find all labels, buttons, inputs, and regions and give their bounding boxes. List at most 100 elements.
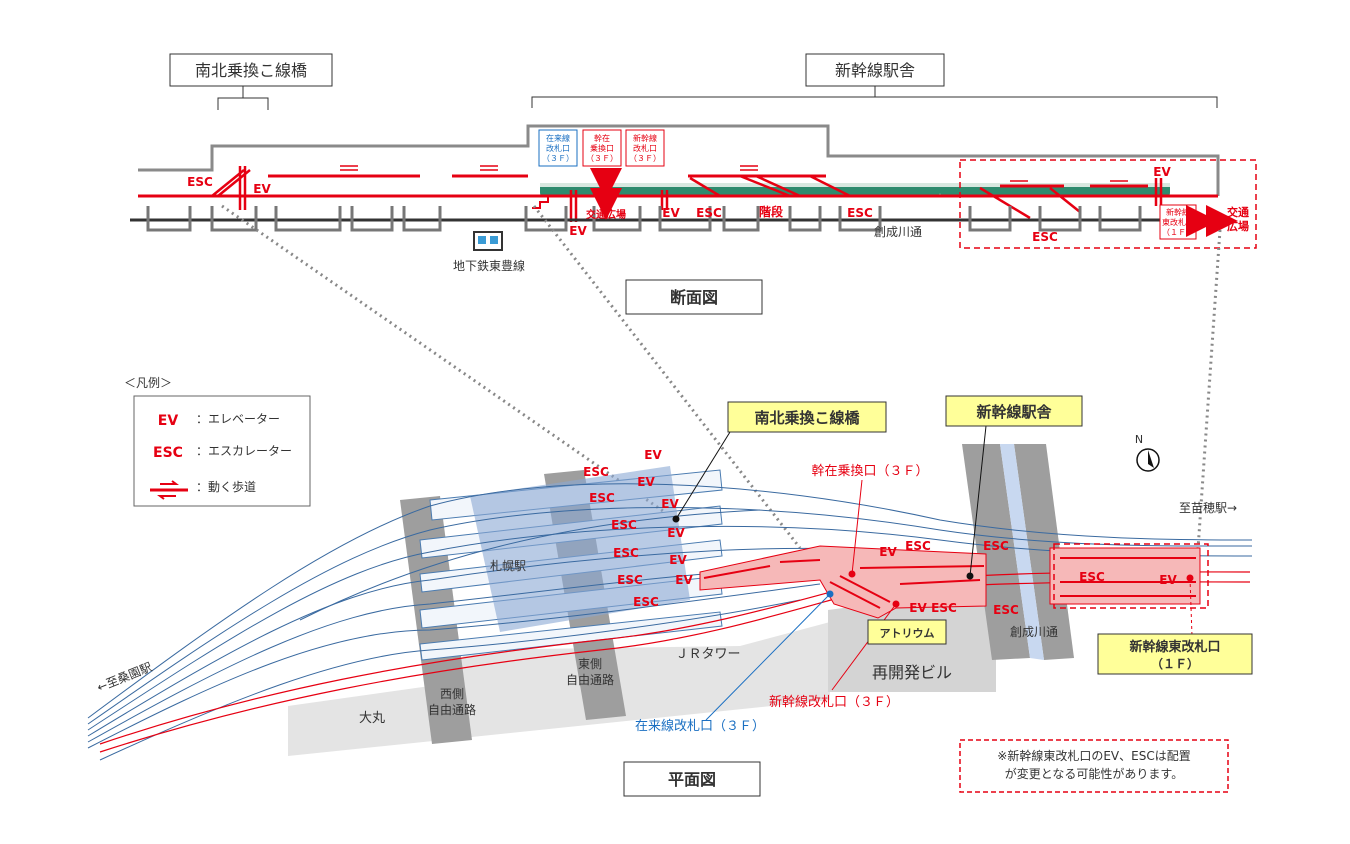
note-box bbox=[959, 739, 1229, 793]
plan-ev-3: EV bbox=[661, 497, 679, 511]
shin-gate-label: 新幹線改札口（３Ｆ） bbox=[769, 694, 899, 710]
plan-street-label: 創成川通 bbox=[1010, 625, 1058, 639]
gate-conv-box: 在来線 改札口 （３Ｆ） bbox=[538, 129, 578, 167]
jr-tower-label: ＪＲタワー bbox=[675, 647, 740, 662]
north-arrow-icon bbox=[1136, 448, 1160, 472]
shinkansen-concourse bbox=[699, 545, 987, 619]
callout-lines bbox=[675, 425, 1193, 721]
section-stairs-mark bbox=[532, 196, 549, 209]
east-gate-dashed bbox=[1053, 543, 1209, 609]
note-line-1: ※新幹線東改札口のEV、ESCは配置 bbox=[997, 748, 1190, 763]
plan-esc-1: ESC bbox=[583, 465, 609, 479]
svg-text:新幹線: 新幹線 bbox=[633, 133, 657, 143]
plan-ev-5: EV bbox=[669, 553, 687, 567]
plaza-label: 交通広場 bbox=[586, 208, 626, 221]
legend-desc-esc: ：エスカレーター bbox=[196, 444, 292, 458]
shinkansen-bracket bbox=[531, 86, 1218, 108]
legend-heading: ＜凡例＞ bbox=[124, 376, 172, 390]
bridge-callout: 南北乗換こ線橋 bbox=[754, 409, 860, 427]
plan-esc-3: ESC bbox=[611, 518, 637, 532]
conv-gate-label: 在来線改札口（３Ｆ） bbox=[635, 718, 765, 734]
svg-text:改札口: 改札口 bbox=[633, 143, 657, 153]
svg-text:在来線: 在来線 bbox=[546, 133, 570, 143]
plan-ev-4: EV bbox=[667, 526, 685, 540]
east-gate-callout-2: （１Ｆ） bbox=[1151, 656, 1199, 671]
section-title-box bbox=[625, 279, 763, 315]
plan-ev-9: EV bbox=[1159, 573, 1177, 587]
bridge-label-box bbox=[169, 53, 333, 87]
transfer-gate-label: 幹在乗換口（３Ｆ） bbox=[811, 463, 928, 479]
plan-ev-7: EV bbox=[879, 545, 897, 559]
sec-ev-1: EV bbox=[253, 182, 271, 196]
plan-esc-9: ESC bbox=[931, 601, 957, 615]
plan-esc-11: ESC bbox=[1079, 570, 1105, 584]
plan-ev-1: EV bbox=[644, 448, 662, 462]
plan-esc-7: ESC bbox=[905, 539, 931, 553]
shinkansen-label: 新幹線駅舎 bbox=[835, 61, 915, 80]
legend-key-esc: ESC bbox=[153, 445, 183, 461]
sapporo-label: 札幌駅 bbox=[490, 558, 526, 573]
svg-text:幹在: 幹在 bbox=[594, 133, 610, 143]
daimaru-block bbox=[288, 622, 830, 756]
plan-esc-6: ESC bbox=[633, 595, 659, 609]
building-callout-box bbox=[945, 395, 1083, 427]
sec-ev-3: EV bbox=[662, 206, 680, 220]
svg-text:新幹線: 新幹線 bbox=[1166, 207, 1190, 217]
bridge-bracket bbox=[217, 86, 269, 110]
east-gate-callout-box bbox=[1097, 633, 1253, 675]
plan-walkways bbox=[703, 557, 1196, 609]
svg-text:（３Ｆ）: （３Ｆ） bbox=[586, 154, 618, 163]
connector-lines bbox=[221, 204, 1222, 579]
building-outline bbox=[138, 124, 1220, 196]
section-elevators bbox=[238, 166, 1163, 222]
sec-stairs: 階段 bbox=[759, 204, 784, 219]
section-title: 断面図 bbox=[670, 288, 718, 307]
sec-esc-2: ESC bbox=[696, 206, 722, 220]
plan-esc-10: ESC bbox=[993, 603, 1019, 617]
section-escalators bbox=[211, 169, 1081, 220]
atrium-box bbox=[867, 619, 947, 645]
east-gate-callout-1: 新幹線東改札口 bbox=[1129, 639, 1220, 655]
east-gate-dashed-area bbox=[959, 159, 1257, 249]
plan-title-box bbox=[623, 761, 761, 797]
building-callout: 新幹線駅舎 bbox=[976, 403, 1052, 421]
plan-esc-2: ESC bbox=[589, 491, 615, 505]
legend-box bbox=[133, 395, 311, 507]
walkway-arrows bbox=[340, 165, 1128, 182]
plan-ev-8: EV bbox=[909, 601, 927, 615]
piers bbox=[146, 206, 1142, 232]
plan-esc-8: ESC bbox=[983, 539, 1009, 553]
west-passage-1: 西側 bbox=[440, 687, 464, 701]
plan-ev-6: EV bbox=[675, 573, 693, 587]
to-naebo-label: 至苗穂駅→ bbox=[1179, 501, 1237, 515]
plaza-right-1: 交通 bbox=[1227, 205, 1249, 219]
section-view: 南北乗換こ線橋 新幹線駅舎 bbox=[130, 53, 1257, 315]
sec-ev-4: EV bbox=[1153, 165, 1171, 179]
street-band-2 bbox=[1014, 444, 1074, 660]
daimaru-label: 大丸 bbox=[359, 711, 385, 726]
bridge-label: 南北乗換こ線橋 bbox=[195, 61, 307, 80]
plaza-right-2: 広場 bbox=[1227, 219, 1249, 233]
redevelopment-label: 再開発ビル bbox=[872, 663, 952, 682]
sec-ev-2: EV bbox=[569, 224, 587, 238]
sec-esc-4: ESC bbox=[1032, 230, 1058, 244]
subway-icon bbox=[473, 231, 503, 251]
svg-text:乗換口: 乗換口 bbox=[590, 143, 614, 153]
gate-transfer-box: 幹在 乗換口 （３Ｆ） bbox=[582, 129, 622, 167]
east-passage-1: 東側 bbox=[578, 657, 602, 671]
svg-text:（３Ｆ）: （３Ｆ） bbox=[629, 154, 661, 163]
gate-east-box: 新幹線 東改札口 （１Ｆ） bbox=[1159, 204, 1197, 240]
atrium-label: アトリウム bbox=[880, 627, 935, 640]
legend-desc-ev: ：エレベーター bbox=[196, 412, 280, 426]
street-band-1 bbox=[962, 444, 1030, 660]
west-passage-2: 自由通路 bbox=[428, 702, 476, 717]
plan-esc-5: ESC bbox=[617, 573, 643, 587]
sec-esc-3: ESC bbox=[847, 206, 873, 220]
to-soen-label: ←至桑園駅 bbox=[95, 660, 154, 695]
plan-title: 平面図 bbox=[668, 770, 716, 789]
svg-text:東改札口: 東改札口 bbox=[1162, 217, 1194, 227]
subway-label: 地下鉄東豊線 bbox=[453, 258, 525, 273]
svg-text:改札口: 改札口 bbox=[546, 143, 570, 153]
east-passage-2: 自由通路 bbox=[566, 672, 614, 687]
